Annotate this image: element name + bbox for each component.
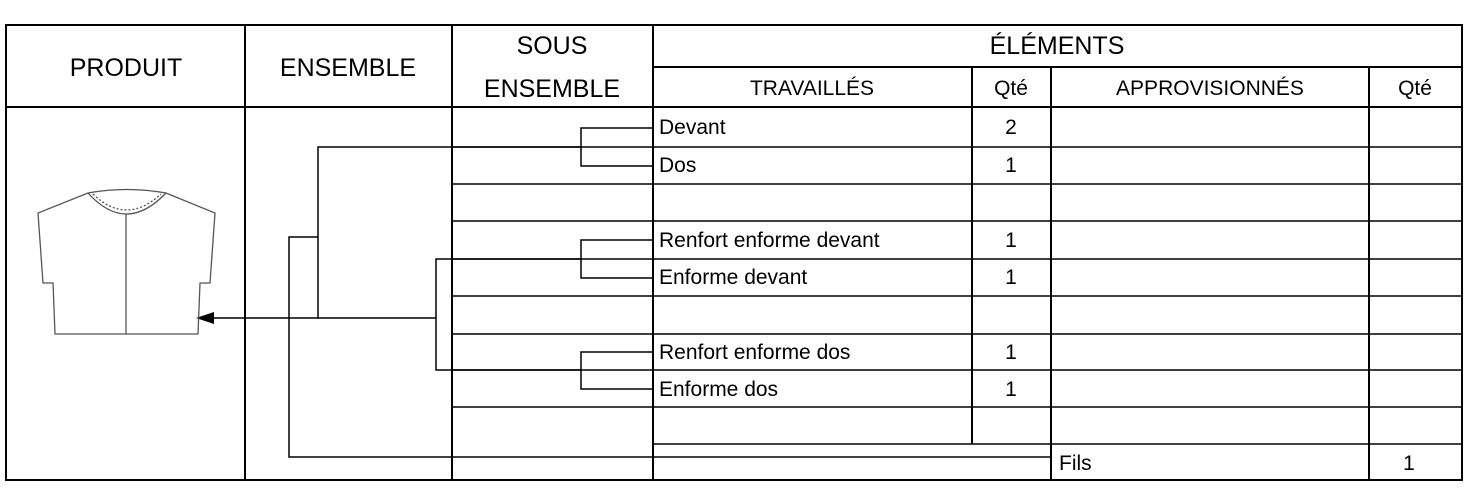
fils-qte: 1 bbox=[1403, 452, 1415, 475]
header-qte-approvisionnes: Qté bbox=[1398, 77, 1432, 100]
row-travaille: Renfort enforme dos bbox=[659, 341, 850, 364]
column-dividers bbox=[244, 25, 1370, 480]
assembly-tree bbox=[212, 127, 1051, 458]
row-travaille: Devant bbox=[659, 116, 726, 139]
garment-sketch-icon bbox=[37, 188, 216, 335]
header-sous-ensemble-line1: SOUS bbox=[517, 32, 588, 60]
row-travaille: Renfort enforme devant bbox=[659, 229, 880, 252]
row-qte: 1 bbox=[1005, 266, 1017, 289]
header-approvisionnes: APPROVISIONNÉS bbox=[1116, 77, 1304, 100]
row-travaille: Dos bbox=[659, 154, 696, 177]
header-sous-ensemble-line2: ENSEMBLE bbox=[484, 75, 620, 103]
table-frame bbox=[5, 24, 1463, 481]
header-lines bbox=[6, 66, 1462, 108]
header-produit: PRODUIT bbox=[70, 54, 183, 82]
row-qte: 1 bbox=[1005, 341, 1017, 364]
row-qte: 1 bbox=[1005, 229, 1017, 252]
row-travaille: Enforme dos bbox=[659, 378, 778, 401]
header-elements: ÉLÉMENTS bbox=[990, 31, 1125, 60]
header-travailles: TRAVAILLÉS bbox=[750, 77, 874, 100]
row-qte: 2 bbox=[1005, 116, 1017, 139]
row-qte: 1 bbox=[1005, 378, 1017, 401]
row-lines bbox=[452, 146, 1462, 445]
fils-label: Fils bbox=[1059, 452, 1092, 475]
row-travaille: Enforme devant bbox=[659, 266, 807, 289]
header-qte-travailles: Qté bbox=[994, 77, 1028, 100]
row-qte: 1 bbox=[1005, 154, 1017, 177]
header-ensemble: ENSEMBLE bbox=[280, 54, 416, 82]
arrow-left-icon bbox=[196, 312, 214, 324]
